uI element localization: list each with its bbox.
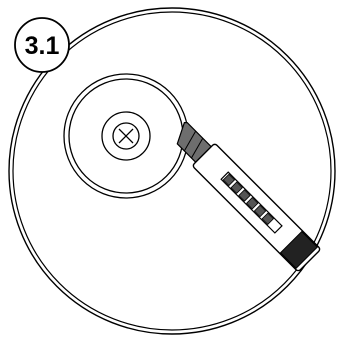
step-label: 3.1	[25, 32, 60, 60]
